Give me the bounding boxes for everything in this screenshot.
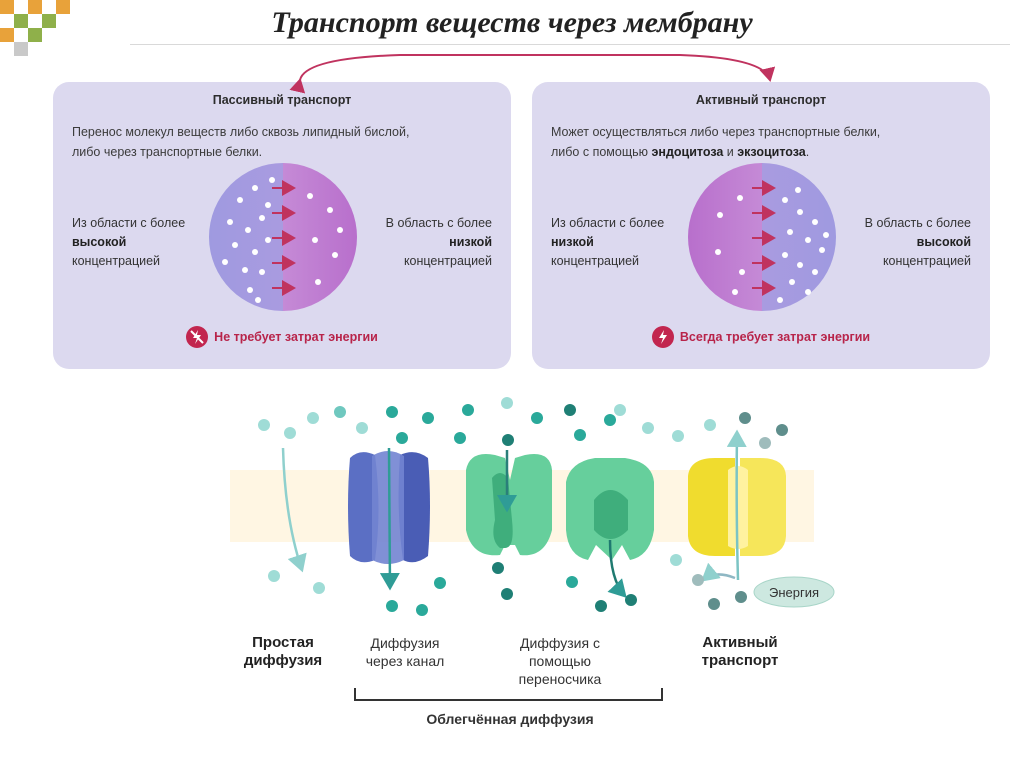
energy-curve-arrow [703, 574, 735, 580]
channel-diffusion-arrow [389, 448, 390, 588]
passive-concentration-circle [209, 163, 357, 311]
facilitated-diffusion-label: Облегчённая диффузия [355, 711, 665, 727]
active-line-2: транспорт [680, 652, 800, 670]
active-concentration-circle [688, 163, 836, 311]
label-channel-diffusion: Диффузия через канал [350, 634, 460, 670]
simple-line-1: Простая [228, 634, 338, 652]
carrier-line-1: Диффузия с [500, 634, 620, 652]
carrier-line-3: переносчика [500, 670, 620, 688]
carrier-protein-open-top [466, 454, 552, 555]
label-carrier-diffusion: Диффузия с помощью переносчика [500, 634, 620, 688]
channel-line-1: Диффузия [350, 634, 460, 652]
active-line-1: Активный [680, 634, 800, 652]
active-transport-arrow [737, 432, 738, 580]
simple-line-2: диффузия [228, 652, 338, 670]
label-active-transport: Активный транспорт [680, 634, 800, 670]
facilitated-diffusion-bracket [355, 688, 662, 700]
label-simple-diffusion: Простая диффузия [228, 634, 338, 670]
connector-arrow [300, 55, 770, 80]
energy-bubble-label: Энергия [760, 584, 828, 602]
channel-line-2: через канал [350, 652, 460, 670]
carrier-line-2: помощью [500, 652, 620, 670]
